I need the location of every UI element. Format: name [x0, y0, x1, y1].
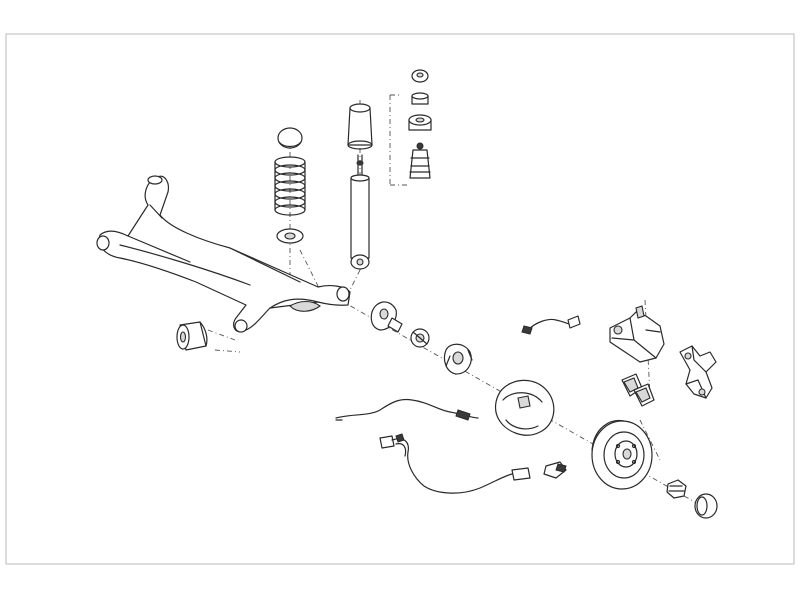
diagram-frame	[5, 33, 795, 565]
dust-cap	[694, 493, 718, 519]
brake-backing-plate	[494, 379, 555, 436]
brake-pads	[621, 373, 655, 407]
spring-seat-top	[277, 127, 303, 149]
brake-disc	[591, 419, 653, 490]
coil-spring	[274, 156, 306, 216]
wheel-bearing	[410, 328, 430, 348]
abs-sensor	[543, 461, 567, 479]
brake-cable	[335, 398, 479, 421]
rubber-bushing	[176, 321, 208, 351]
mount-bushings	[408, 69, 432, 179]
brake-hose	[521, 315, 581, 335]
abs-sensor-cable	[379, 433, 531, 494]
spring-seat-bottom	[276, 228, 304, 244]
shock-absorber	[350, 154, 370, 270]
caliper-bracket	[679, 345, 717, 399]
brake-caliper	[609, 305, 665, 363]
hub-nut	[666, 479, 687, 499]
wheel-hub-flange	[370, 301, 403, 333]
hub-bearing-unit	[443, 343, 473, 375]
axle-beam	[96, 175, 351, 333]
dust-boot	[347, 103, 373, 150]
